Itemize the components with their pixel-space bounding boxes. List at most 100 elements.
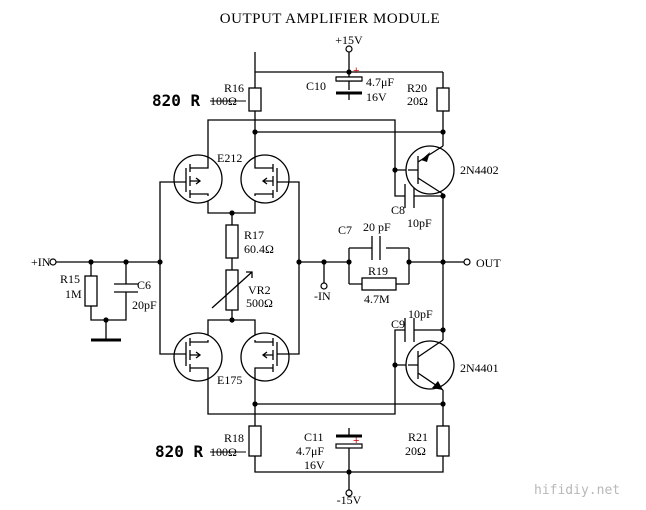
junction-dot: [252, 129, 258, 135]
r16-modification: 820 R: [152, 91, 201, 110]
r20-ref: R20: [407, 81, 427, 95]
mosfet-e175-left: [173, 332, 223, 388]
junction-dot: [229, 317, 235, 323]
wires: [56, 52, 464, 490]
r21-ref: R21: [408, 430, 428, 444]
input-terminal: [49, 258, 57, 266]
mosfet-e175-right: [240, 332, 290, 388]
inverting-input-label: -IN: [314, 289, 331, 303]
resistors: [84, 87, 450, 457]
r16-ref: R16: [224, 81, 244, 95]
page-title: OUTPUT AMPLIFIER MODULE: [220, 11, 440, 27]
q2n4401-label: 2N4401: [460, 361, 499, 375]
vr2-value: 500Ω: [246, 296, 273, 310]
input-label: +IN: [31, 255, 51, 269]
c8-value: 10pF: [407, 216, 432, 230]
transistor-2n4401: [405, 330, 455, 391]
mosfet-e212-left: [173, 146, 223, 204]
resistor-r19: [361, 277, 397, 291]
junction-dot: [229, 210, 235, 216]
c8-ref: C8: [391, 203, 405, 217]
e175-label: E175: [217, 373, 242, 387]
junction-dot: [321, 259, 327, 265]
junction-dot: [123, 259, 129, 265]
junction-dot: [440, 401, 446, 407]
resistor-r16: [248, 87, 262, 112]
terminals: [49, 45, 471, 497]
c10-polarity-plus: +: [353, 65, 359, 77]
wire-right-gates: [289, 181, 300, 355]
capacitor-c6: [114, 283, 138, 308]
wire-e175-right-to-r21: [254, 388, 443, 405]
junction-dot: [252, 401, 258, 407]
capacitor-c7: [371, 236, 381, 260]
r17-ref: R17: [244, 228, 264, 242]
wire-feedback-network: [348, 247, 410, 285]
resistor-r20: [436, 87, 450, 112]
r19-ref: R19: [368, 264, 388, 278]
wire-c8: [394, 170, 443, 197]
r18-modification: 820 R: [155, 442, 204, 461]
wire-e175-left-to-2n4401-base: [207, 365, 396, 415]
junction-dots: [88, 69, 446, 475]
junction-dot: [103, 317, 109, 323]
junction-dot: [406, 259, 412, 265]
junction-dot: [440, 193, 446, 199]
capacitor-c8: [404, 184, 415, 208]
vpos-terminal: [345, 45, 353, 53]
r18-ref: R18: [224, 431, 244, 445]
output-terminal: [463, 258, 471, 266]
vneg-terminal: [345, 489, 353, 497]
output-label: OUT: [476, 256, 501, 270]
c6-ref: C6: [137, 278, 151, 292]
wire-c9: [394, 329, 443, 366]
c9-value: 10pF: [408, 307, 433, 321]
c7-ref: C7: [338, 223, 352, 237]
r19-value: 4.7M: [364, 292, 390, 306]
vr2-ref: VR2: [248, 283, 271, 297]
q2n4402-label: 2N4402: [460, 163, 499, 177]
c6-value: 20pF: [132, 298, 157, 312]
capacitor-c11-body: [335, 443, 363, 449]
junction-dot: [157, 259, 163, 265]
c10-ref: C10: [306, 79, 326, 93]
junction-dot: [296, 259, 302, 265]
c10-value: 4.7μF: [366, 75, 394, 89]
wire-lower-resistors: [254, 390, 444, 426]
c11-value: 4.7μF: [296, 444, 324, 458]
c11-polarity-plus: +: [353, 435, 359, 447]
r21-value: 20Ω: [405, 444, 426, 458]
junction-dot: [346, 259, 352, 265]
capacitor-c9: [404, 318, 415, 342]
wire-e212-left-to-2n4402-base: [207, 119, 408, 171]
resistor-r18: [248, 425, 262, 457]
potentiometer-arrow-icon: [211, 271, 253, 309]
transistor-2n4402: [405, 145, 455, 195]
wire-e175-tail: [207, 319, 256, 340]
c11-ref: C11: [304, 430, 324, 444]
capacitors: [114, 72, 415, 472]
c10-voltage: 16V: [366, 90, 387, 104]
c9-ref: C9: [391, 317, 405, 331]
junction-dot: [88, 259, 94, 265]
vneg-label: -15V: [337, 493, 362, 507]
vpos-label: +15V: [335, 33, 363, 47]
inverting-input-terminal: [320, 282, 328, 290]
r15-ref: R15: [60, 272, 80, 286]
r20-value: 20Ω: [407, 94, 428, 108]
watermark: hifidiy.net: [534, 483, 620, 498]
capacitor-c10-body: [335, 76, 363, 82]
mosfet-e212-right: [240, 146, 290, 204]
resistor-r21: [436, 425, 450, 457]
e212-label: E212: [217, 151, 242, 165]
junction-dot: [440, 259, 446, 265]
junction-dot: [392, 167, 398, 173]
junction-dot: [392, 362, 398, 368]
wire-left-gates: [159, 181, 174, 355]
resistor-r17: [225, 224, 239, 259]
resistor-r15: [84, 275, 98, 307]
wire-r16-to-e212-right: [254, 111, 443, 133]
r17-value: 60.4Ω: [244, 242, 274, 256]
